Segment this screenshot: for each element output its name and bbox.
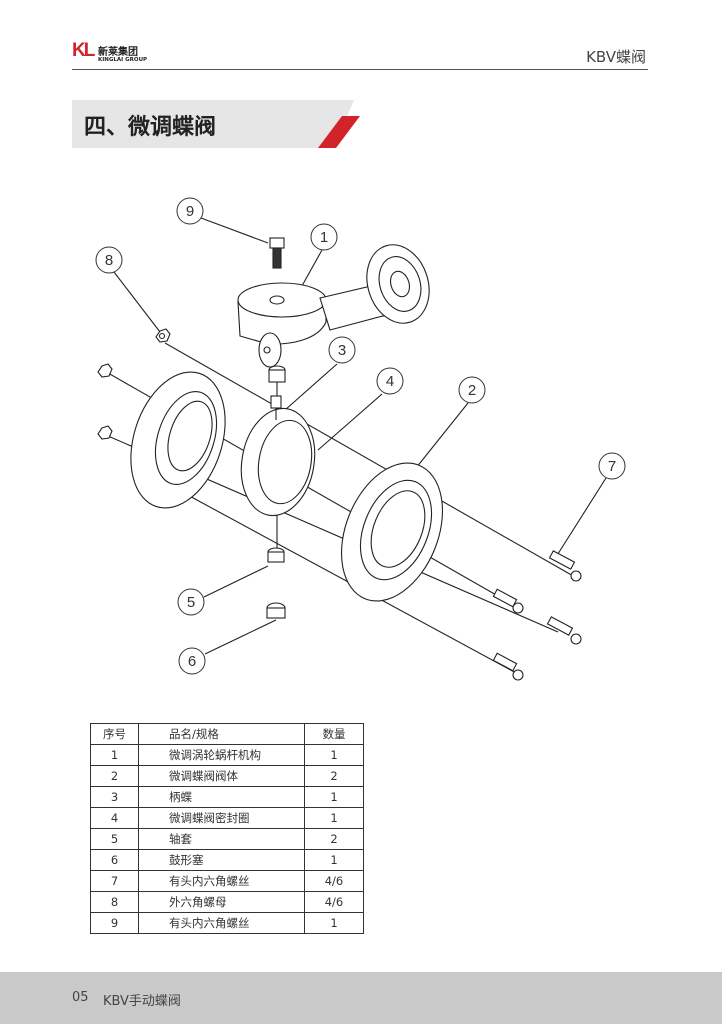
logo-chinese-name: 新莱集团	[98, 47, 138, 58]
callout-8	[95, 246, 123, 274]
callout-label: 6	[188, 653, 196, 670]
part-name: 鼓形塞	[138, 849, 305, 871]
callout-label: 9	[186, 203, 194, 220]
header-product-label: KBV蝶阀	[586, 48, 646, 66]
part-number: 3	[90, 786, 139, 808]
part-number: 5	[90, 828, 139, 850]
callout-label: 8	[105, 252, 113, 269]
part-number: 1	[90, 744, 139, 766]
header-divider	[72, 69, 648, 70]
logo-english-name: KINGLAI GROUP	[98, 57, 148, 63]
section-band	[72, 100, 360, 148]
callout-5	[177, 588, 205, 616]
table-row: 7 有头内六角螺丝 4/6	[90, 870, 364, 892]
table-row: 9 有头内六角螺丝 1	[90, 912, 364, 934]
table-row: 1 微调涡轮蜗杆机构 1	[90, 744, 364, 766]
part-quantity: 1	[304, 744, 364, 766]
part-quantity: 2	[304, 828, 364, 850]
part-name: 有头内六角螺丝	[138, 870, 305, 892]
part-quantity: 2	[304, 765, 364, 787]
table-row: 3 柄蝶 1	[90, 786, 364, 808]
part-name: 外六角螺母	[138, 891, 305, 913]
callout-9	[176, 197, 204, 225]
table-row: 4 微调蝶阀密封圈 1	[90, 807, 364, 829]
part-number: 8	[90, 891, 139, 913]
section-heading: 四、微调蝶阀	[72, 100, 372, 148]
part-number: 6	[90, 849, 139, 871]
callout-label: 1	[320, 229, 328, 246]
page-header: KL 新莱集团 KINGLAI GROUP KBV蝶阀	[0, 0, 722, 80]
part-name: 轴套	[138, 828, 305, 850]
column-header-name: 品名/规格	[138, 723, 305, 745]
callout-label: 3	[338, 342, 346, 359]
part-name: 微调蝶阀密封圈	[138, 807, 305, 829]
part-name: 微调涡轮蜗杆机构	[138, 744, 305, 766]
part-quantity: 1	[304, 807, 364, 829]
part-number: 9	[90, 912, 139, 934]
section-title: 四、微调蝶阀	[84, 115, 217, 140]
callout-label: 7	[608, 458, 616, 475]
table-row: 8 外六角螺母 4/6	[90, 891, 364, 913]
callout-7	[598, 452, 626, 480]
part-number: 4	[90, 807, 139, 829]
part-quantity: 4/6	[304, 870, 364, 892]
part-quantity: 4/6	[304, 891, 364, 913]
table-row: 6 鼓形塞 1	[90, 849, 364, 871]
callout-1	[310, 223, 338, 251]
page-footer: 05 KBV手动蝶阀	[0, 972, 722, 1024]
callout-3	[328, 336, 356, 364]
table-row: 5 轴套 2	[90, 828, 364, 850]
footer-title: KBV手动蝶阀	[103, 994, 181, 1009]
part-quantity: 1	[304, 849, 364, 871]
callout-6	[178, 647, 206, 675]
column-header-qty: 数量	[304, 723, 364, 745]
part-quantity: 1	[304, 912, 364, 934]
page-number: 05	[72, 990, 89, 1005]
table-row: 2 微调蝶阀阀体 2	[90, 765, 364, 787]
callout-label: 2	[468, 382, 476, 399]
column-header-number: 序号	[90, 723, 139, 745]
parts-list-table: 序号 品名/规格 数量 1 微调涡轮蜗杆机构 1 2 微调蝶阀阀体 2 3 柄蝶…	[90, 723, 364, 934]
part-name: 微调蝶阀阀体	[138, 765, 305, 787]
exploded-view-drawing: 9 1 8 3 4 2 7 5 6	[95, 197, 626, 681]
table-header-row: 序号 品名/规格 数量	[90, 723, 364, 745]
logo-mark: KL	[72, 40, 95, 61]
part-number: 2	[90, 765, 139, 787]
part-name: 有头内六角螺丝	[138, 912, 305, 934]
part-quantity: 1	[304, 786, 364, 808]
callout-label: 4	[386, 373, 394, 390]
part-name: 柄蝶	[138, 786, 305, 808]
part-number: 7	[90, 870, 139, 892]
callout-4	[376, 367, 404, 395]
callout-label: 5	[187, 594, 195, 611]
callout-2	[458, 376, 486, 404]
